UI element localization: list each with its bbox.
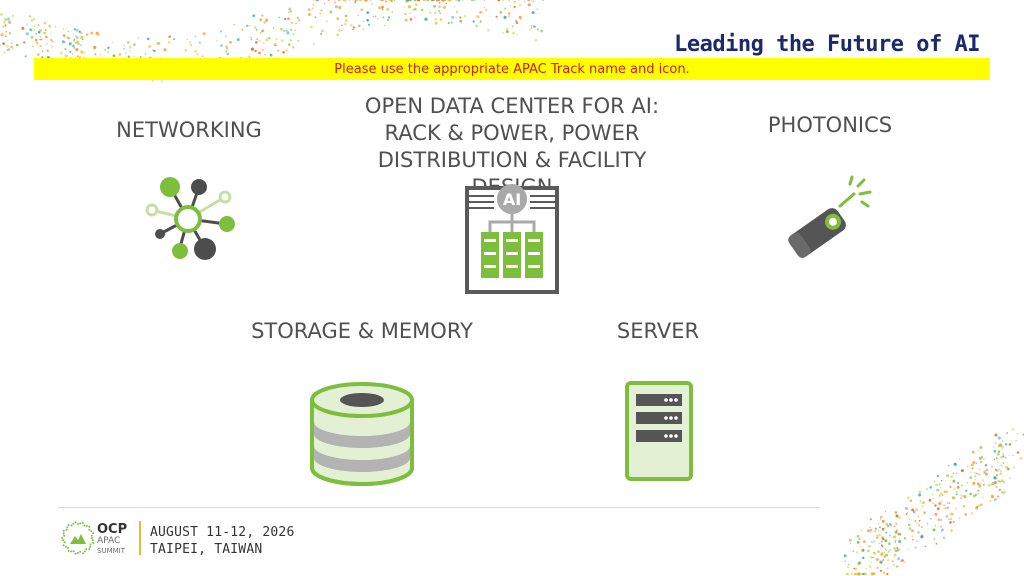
decorative-particles-bottom-right: [843, 428, 1024, 576]
track-label-networking: NETWORKING: [116, 118, 262, 142]
logo-line-apac: APAC: [97, 536, 121, 546]
track-label-storage-memory: STORAGE & MEMORY: [251, 319, 473, 343]
ocp-logo-text: OCP APAC SUMMIT: [97, 523, 127, 556]
ai-rack-icon: AI: [465, 184, 559, 294]
instruction-banner: Please use the appropriate APAC Track na…: [34, 58, 990, 80]
network-hub-icon: [145, 177, 235, 260]
logo-separator: [139, 521, 141, 555]
storage-disk-icon: [310, 382, 414, 486]
photonics-laser-icon: [788, 175, 872, 258]
logo-line-ocp: OCP: [97, 522, 128, 537]
track-label-photonics: PHOTONICS: [767, 113, 893, 137]
event-location: TAIPEI, TAIWAN: [150, 542, 263, 557]
decorative-particles-top-left: [0, 0, 545, 82]
logo-line-summit: SUMMIT: [97, 547, 125, 555]
slide-title: Leading the Future of AI: [674, 32, 980, 57]
svg-text:AI: AI: [503, 190, 521, 209]
footer-divider: [58, 507, 820, 508]
event-date: AUGUST 11-12, 2026: [150, 525, 295, 540]
event-details: AUGUST 11-12, 2026 TAIPEI, TAIWAN: [150, 524, 294, 558]
ocp-apac-summit-logo: [61, 521, 95, 555]
server-icon: [625, 381, 693, 481]
track-label-server: SERVER: [616, 319, 700, 343]
banner-notice-text: Please use the appropriate APAC Track na…: [334, 62, 690, 77]
